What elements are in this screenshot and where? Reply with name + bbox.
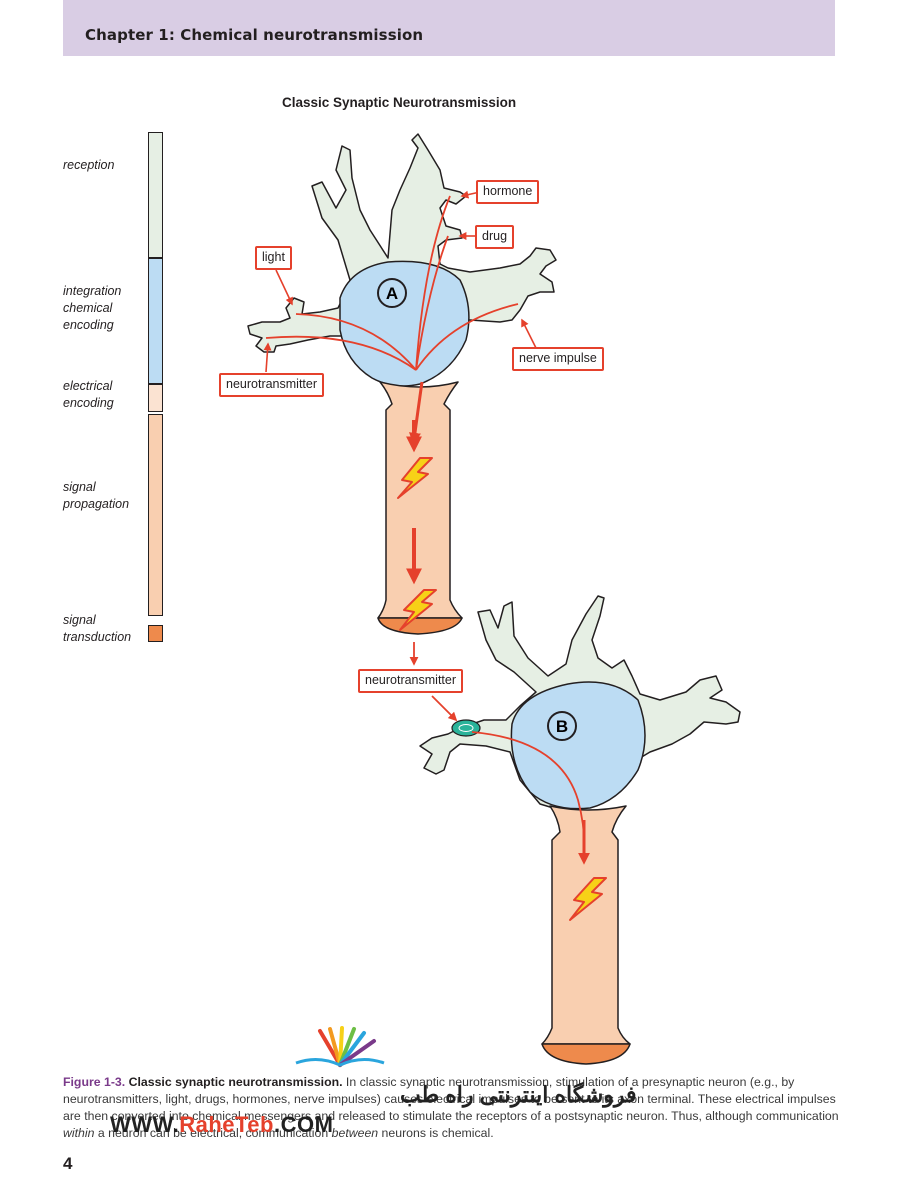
callout-neurotransmitter-mid: neurotransmitter [358,669,464,693]
stage-bar-propagation [148,414,163,616]
caption-text-2: a neuron can be electrical, communicatio… [94,1126,332,1140]
neuron-a-label: A [386,284,398,303]
stage-label-reception: reception [63,158,115,172]
stage-label-propagation: signal propagation [63,480,130,511]
caption-between: between [331,1126,379,1140]
watermark-brand: RaheTeb [179,1112,274,1137]
caption-within: within [63,1126,95,1140]
watermark-suffix: .COM [273,1112,334,1137]
watermark-logo-icon [295,1026,385,1067]
lightning-icon [397,457,607,921]
watermark-prefix: WWW. [110,1112,180,1137]
neuron-b-axon [541,805,631,1045]
stage-bar-electrical [148,384,163,412]
chapter-title: Chapter 1: Chemical neurotransmission [85,26,424,44]
caption-text-3: neurons is chemical. [378,1126,494,1140]
callout-nerve-impulse: nerve impulse [512,347,604,371]
stage-bar-reception [148,132,163,258]
stage-label-transduction: signal transduction [63,613,132,644]
stage-label-integration: integration chemical encoding [63,284,122,332]
caption-figure-name: Classic synaptic neurotransmission. [128,1075,343,1089]
neuron-b [419,595,741,1065]
neuron-b-label: B [556,717,568,736]
stage-bar-transduction [148,625,163,642]
stage-label-electrical: electrical encoding [63,379,114,410]
caption-figure-number: Figure 1-3. [63,1075,126,1089]
receptor-icon [451,719,481,737]
page-number: 4 [63,1154,73,1173]
callout-drug: drug [475,225,515,249]
neuron-a-label-circle [377,278,407,308]
neuron-b-soma [510,681,646,810]
callout-neurotransmitter-top: neurotransmitter [219,373,325,397]
chapter-header-band: Chapter 1: Chemical neurotransmission [63,0,835,56]
neuron-a-soma [339,260,470,387]
binding-arrow [431,695,458,722]
stage-bar-integration [148,258,163,384]
callout-hormone: hormone [476,180,540,204]
watermark-url: WWW.RaheTeb.COM [110,1112,333,1138]
neuron-a-dendrites [247,133,557,371]
neuron-a-terminal [377,617,463,635]
neuron-a-axon [377,381,463,619]
figure-caption: Figure 1-3. Classic synaptic neurotransm… [63,1074,843,1142]
neuron-b-label-circle [547,711,577,741]
figure-title: Classic Synaptic Neurotransmission [282,95,517,110]
neuron-b-terminal [541,1043,631,1065]
caption-text-1: In classic synaptic neurotransmission, s… [63,1075,839,1123]
watermark-persian: فروشگاه اینترنتی راه طب [400,1082,637,1107]
callout-light: light [255,246,292,270]
